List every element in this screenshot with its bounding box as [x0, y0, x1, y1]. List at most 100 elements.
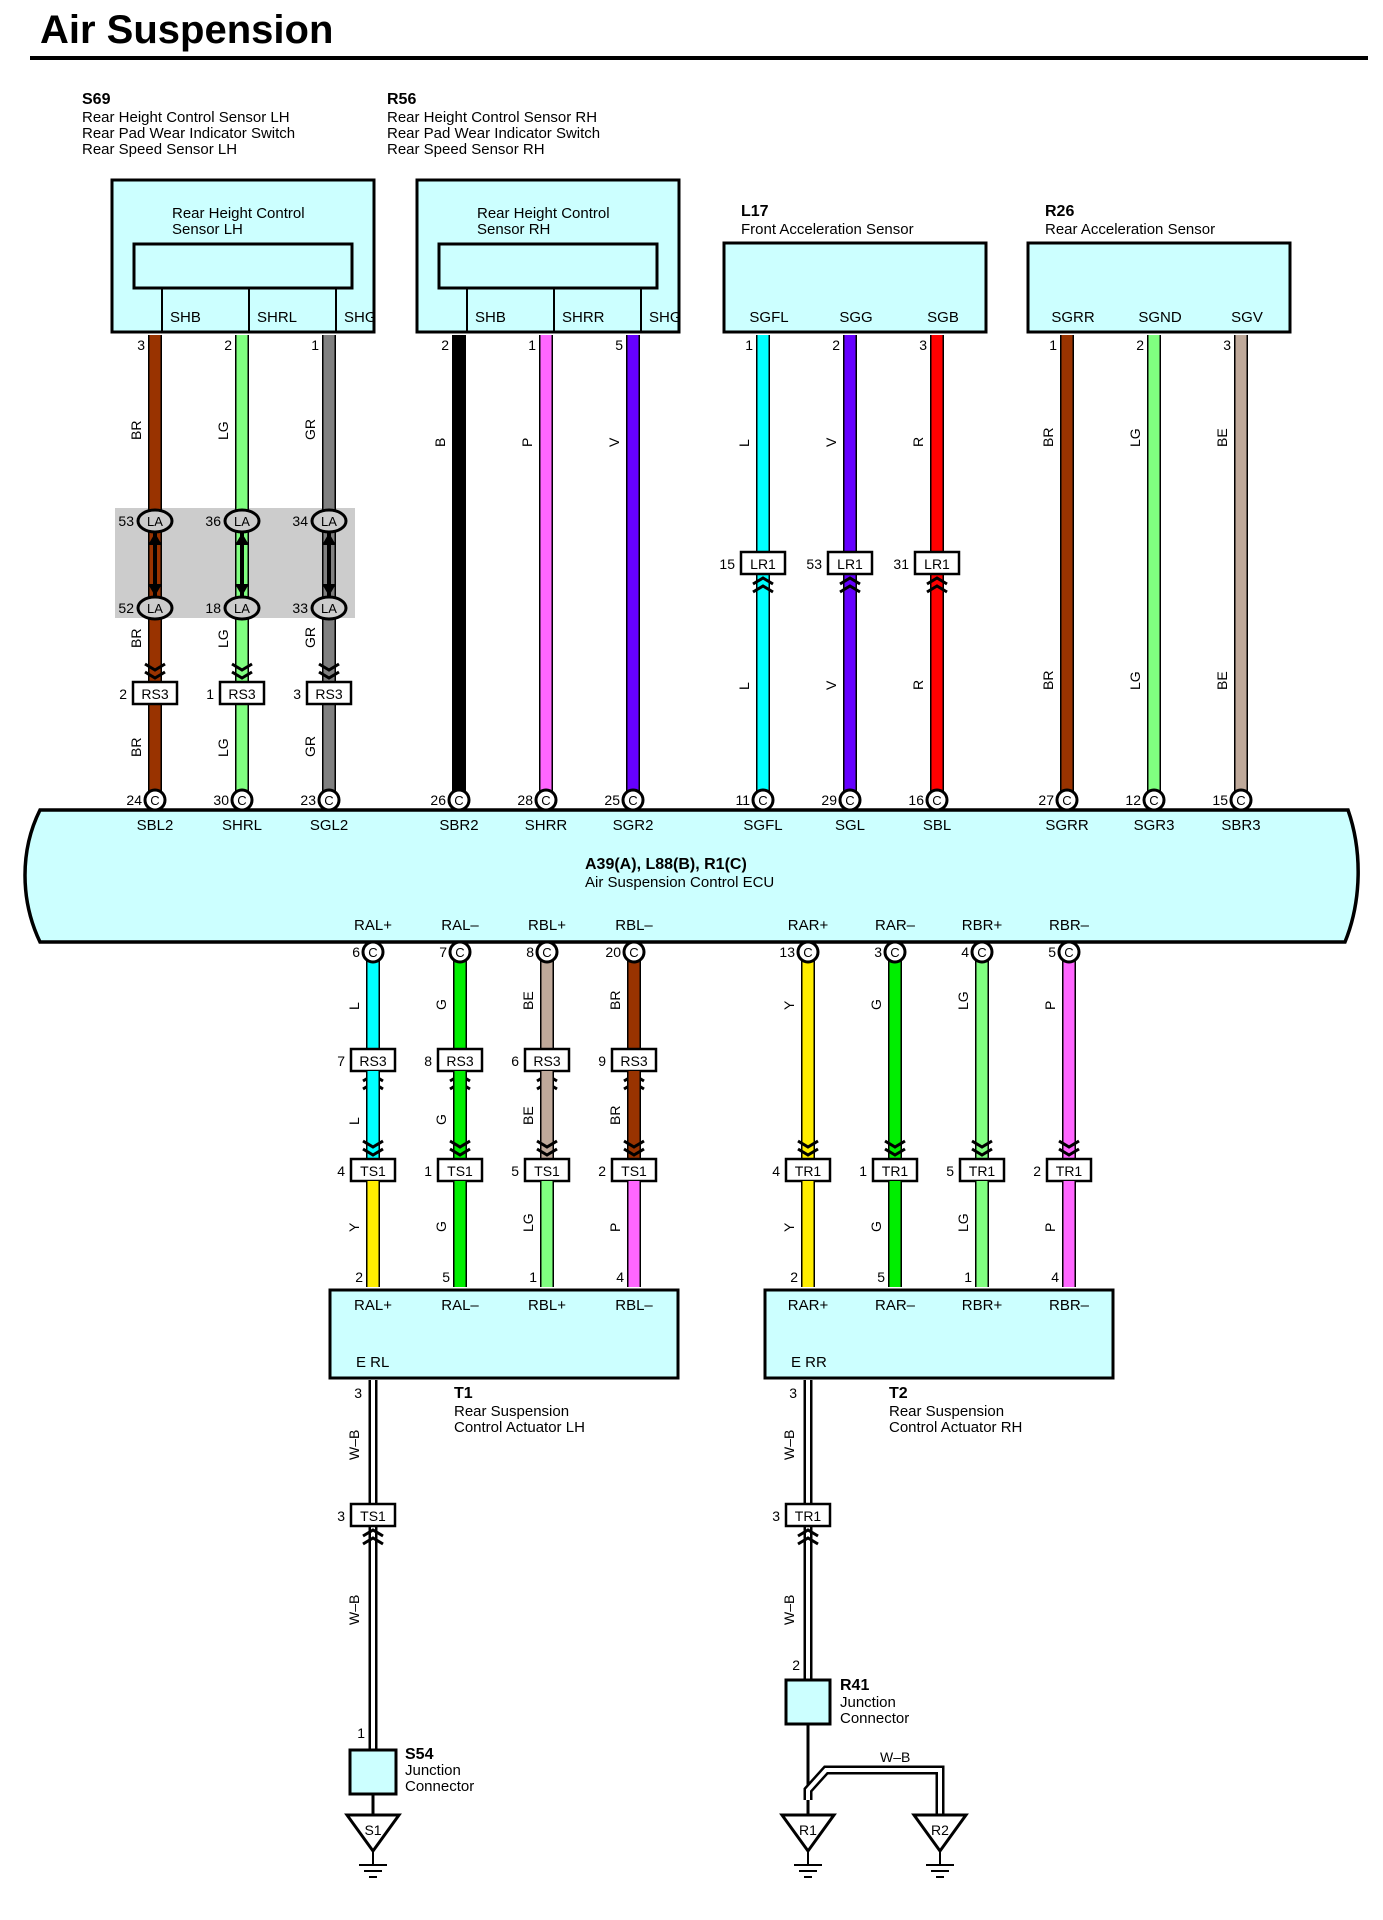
ground-label: R2: [931, 1822, 949, 1838]
ecu-pin-code: C: [455, 945, 464, 960]
actuator-t1-box: [328, 1288, 680, 1380]
chevron-arrow: [318, 662, 340, 672]
ecu-pin-code: C: [454, 793, 463, 808]
connector-pin-number: 4: [772, 1163, 780, 1179]
sensor-l17-pin-label: SGB: [927, 309, 959, 326]
ground-symbol: [344, 1813, 402, 1854]
ecu-bottom-pin-label: RBR–: [1049, 917, 1090, 934]
ecu-pin-number: 16: [908, 792, 924, 808]
connector-code: RS3: [228, 686, 255, 702]
wire-color-label: P: [1042, 1223, 1058, 1232]
splice-point: [223, 595, 261, 621]
sensor-s69-inner-frame: [132, 242, 354, 290]
connector-code: RS3: [315, 686, 342, 702]
chevron-arrow: [623, 1147, 645, 1157]
ecu-pin-number: 29: [821, 792, 837, 808]
sensor-s69-pin-label: SHB: [170, 309, 201, 326]
sensor-r26-pin-label: SGND: [1138, 309, 1182, 326]
connector-RS3: [218, 680, 266, 706]
actuator-t2-ground-pin-label: E RR: [791, 1354, 827, 1371]
chevron-arrow: [536, 1147, 558, 1157]
component-pin-number: 1: [311, 337, 319, 353]
junction-s54-description: Connector: [405, 1778, 474, 1795]
wire-color-label: G: [433, 1114, 449, 1125]
connector-pin-number: 1: [859, 1163, 867, 1179]
actuator-t1-code: T1: [454, 1385, 473, 1402]
wire-color-label: P: [607, 1223, 623, 1232]
connector-code: LR1: [924, 556, 950, 572]
junction-s54-description: Junction: [405, 1762, 461, 1779]
sensor-r26-pin-label: SGRR: [1051, 309, 1095, 326]
sensor-l17-pin-label: SGG: [839, 309, 872, 326]
ecu-box: [23, 808, 1360, 944]
ecu-top-pin-label: SGFL: [743, 817, 782, 834]
component-pin-number: 2: [1136, 337, 1144, 353]
wire-color-label: Y: [781, 1222, 797, 1232]
component-pin-number: 3: [1223, 337, 1231, 353]
splice-point: [136, 595, 174, 621]
actuator-pin-number: 5: [442, 1269, 450, 1285]
splice-pin-number: 34: [292, 513, 308, 529]
wire-color-label: Y: [781, 1000, 797, 1010]
chevron-arrow: [362, 1536, 384, 1546]
ecu-pin-circle: [534, 788, 558, 812]
actuator-t2-pin-label: RAR+: [788, 1297, 829, 1314]
ecu-pin-number: 5: [1048, 944, 1056, 960]
splice-code: LA: [321, 514, 337, 529]
ground-label: S1: [364, 1822, 381, 1838]
chevron-arrow: [752, 584, 774, 594]
connector-code: TS1: [360, 1163, 386, 1179]
ecu-pin-circle: [1142, 788, 1166, 812]
connector-TS1: [349, 1502, 397, 1528]
connector-code: RS3: [446, 1053, 473, 1069]
connector-code: TS1: [621, 1163, 647, 1179]
connector-code: TR1: [795, 1163, 822, 1179]
ecu-pin-number: 24: [126, 792, 142, 808]
splice-arrow-up: [148, 533, 162, 545]
splice-arrow-up: [322, 533, 336, 545]
wire-color-label: W–B: [781, 1430, 797, 1460]
connector-code: TR1: [969, 1163, 996, 1179]
splice-code: LA: [147, 601, 163, 616]
actuator-pin-number: 5: [877, 1269, 885, 1285]
page-title: Air Suspension: [40, 8, 334, 52]
actuator-ground-pin-number: 3: [789, 1385, 797, 1401]
wire-color-label: P: [519, 438, 535, 447]
ecu-pin-circle: [1057, 940, 1081, 964]
component-pin-number: 1: [745, 337, 753, 353]
ecu-pin-number: 26: [430, 792, 446, 808]
chevron-arrow: [1058, 1139, 1080, 1149]
junction-s54-code: S54: [405, 1746, 434, 1763]
actuator-ground-pin-number: 3: [354, 1385, 362, 1401]
junction-r41-description: Connector: [840, 1710, 909, 1727]
splice-point: [310, 595, 348, 621]
actuator-t1-pin-label: RBL+: [528, 1297, 566, 1314]
ecu-bottom-pin-label: RBL–: [615, 917, 653, 934]
sensor-r26-description: Rear Acceleration Sensor: [1045, 221, 1215, 238]
connector-LR1: [913, 550, 961, 576]
ecu-pin-circle: [361, 940, 385, 964]
ecu-top-pin-label: SGR2: [613, 817, 654, 834]
actuator-t1-pin-label: RAL–: [441, 1297, 479, 1314]
wire-color-label: LG: [215, 421, 231, 440]
wire-color-label: R: [910, 680, 926, 690]
title-rule: [30, 56, 1368, 60]
splice-code: LA: [234, 601, 250, 616]
ecu-pin-circle: [1055, 788, 1079, 812]
wire-color-label: LG: [1127, 428, 1143, 447]
ecu-pin-circle: [1229, 788, 1253, 812]
junction-s54-box: [348, 1748, 398, 1796]
ecu-pin-circle: [230, 788, 254, 812]
ecu-bottom-pin-label: RBR+: [962, 917, 1003, 934]
chevron-arrow: [926, 584, 948, 594]
connector-LR1: [826, 550, 874, 576]
ecu-pin-number: 25: [604, 792, 620, 808]
chevron-arrow: [362, 1147, 384, 1157]
chevron-arrow: [884, 1139, 906, 1149]
connector-pin-number: 15: [719, 556, 735, 572]
sensor-r56-code: R56: [387, 91, 416, 108]
ecu-bottom-pin-label: RAR–: [875, 917, 916, 934]
junction-pin-number: 1: [357, 1725, 365, 1741]
connector-code: TR1: [1056, 1163, 1083, 1179]
ecu-pin-code: C: [890, 945, 899, 960]
